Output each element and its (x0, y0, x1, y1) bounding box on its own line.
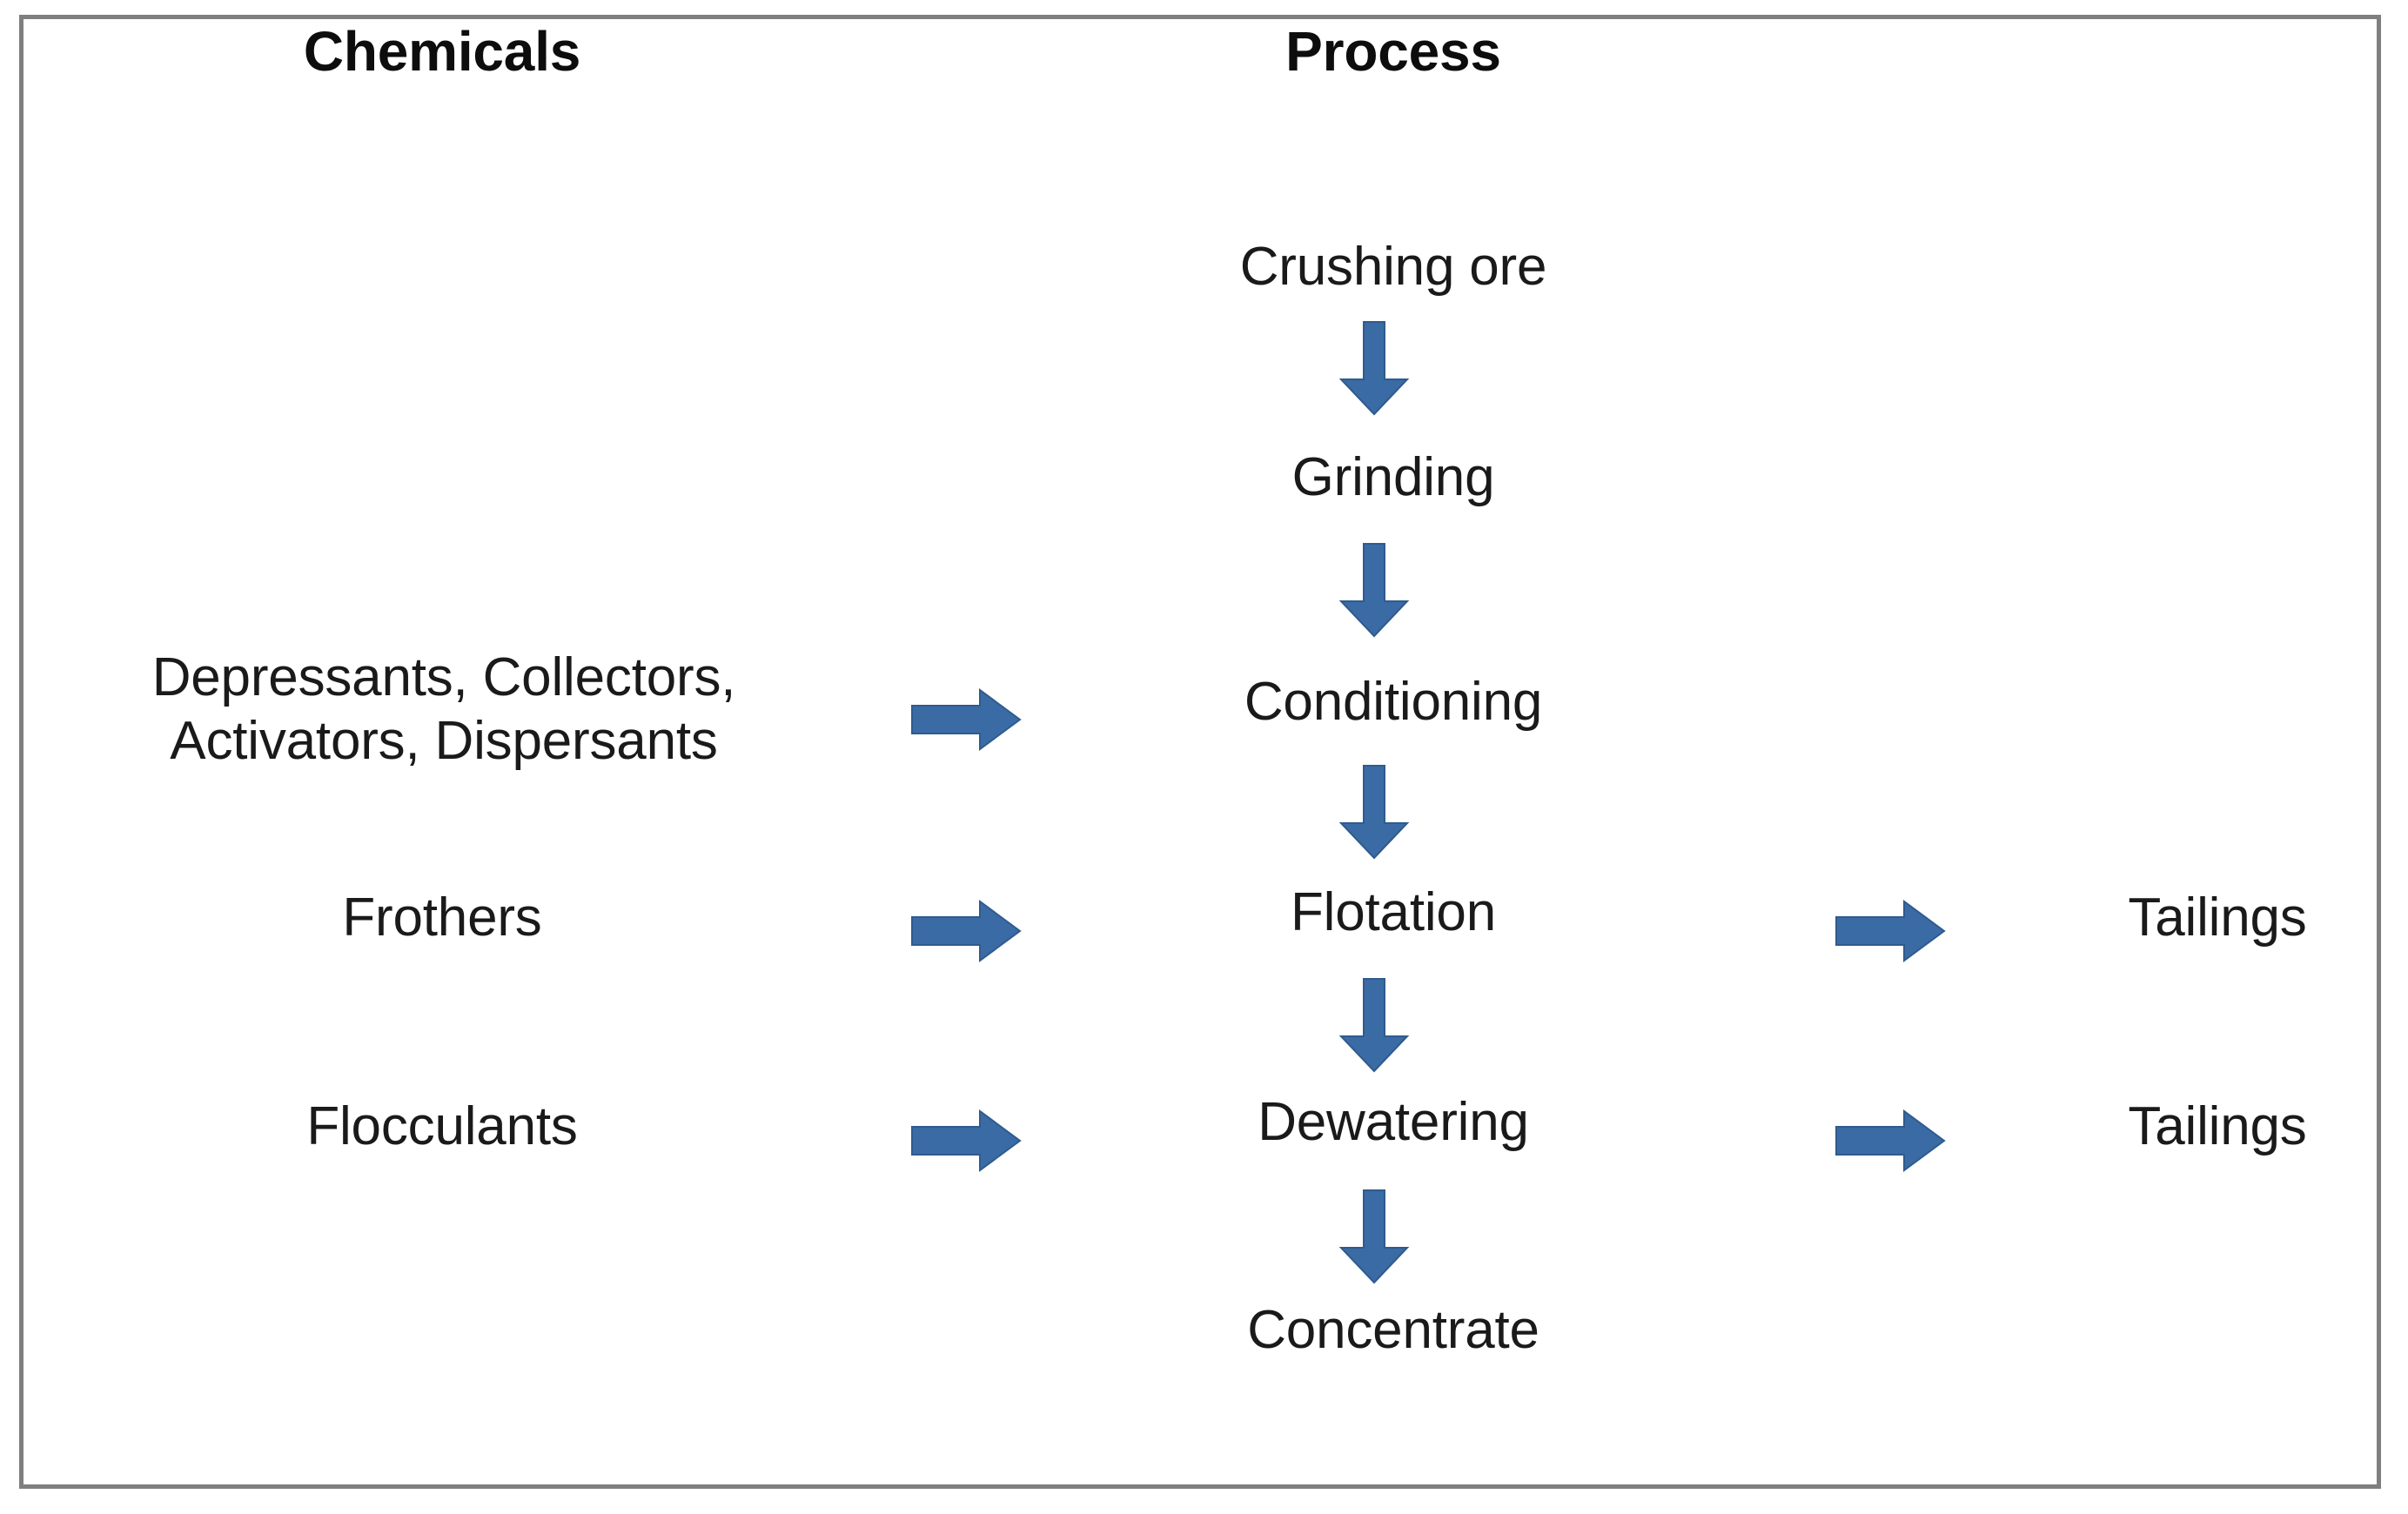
process-node-flotation: Flotation (1291, 882, 1496, 942)
chemical-input-depressants-group: Depressants, Collectors, Activators, Dis… (104, 646, 783, 773)
process-node-dewatering: Dewatering (1258, 1092, 1529, 1152)
process-node-crushing-ore: Crushing ore (1239, 237, 1547, 297)
chemical-input-line-1: Depressants, Collectors, (151, 647, 736, 707)
chemical-input-flocculants: Flocculants (306, 1096, 578, 1156)
arrow-down-dewatering-to-concentrate (1338, 1189, 1410, 1284)
arrow-down-grinding-to-conditioning (1338, 543, 1410, 638)
process-node-concentrate: Concentrate (1247, 1300, 1539, 1360)
arrow-down-crushing-to-grinding (1338, 321, 1410, 416)
column-heading-process: Process (1285, 20, 1501, 83)
process-node-grinding: Grinding (1291, 447, 1495, 507)
chemical-input-frothers: Frothers (342, 888, 542, 948)
diagram-frame (19, 15, 2381, 1489)
arrow-down-conditioning-to-flotation (1338, 765, 1410, 860)
chemical-input-line-2: Activators, Dispersants (170, 711, 718, 772)
column-heading-chemicals: Chemicals (303, 20, 581, 83)
process-node-conditioning: Conditioning (1244, 672, 1543, 732)
arrow-right-flocculants-to-dewatering (911, 1109, 1022, 1172)
arrow-right-flotation-to-tailings (1835, 900, 1946, 962)
arrow-down-flotation-to-dewatering (1338, 978, 1410, 1073)
arrow-right-dewatering-to-tailings (1835, 1109, 1946, 1172)
arrow-right-frothers-to-flotation (911, 900, 1022, 962)
arrow-right-depressants-to-conditioning (911, 688, 1022, 751)
output-node-tailings-dewatering: Tailings (2128, 1096, 2307, 1156)
output-node-tailings-flotation: Tailings (2128, 888, 2307, 948)
